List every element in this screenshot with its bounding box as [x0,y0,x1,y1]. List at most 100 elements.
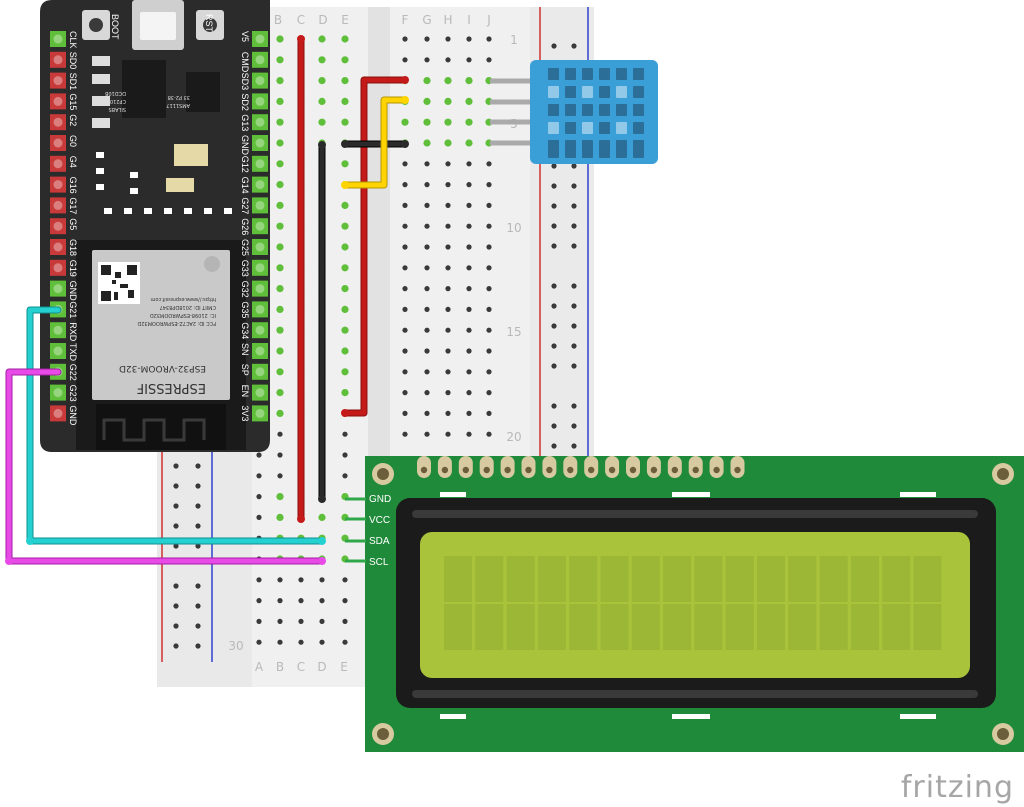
lcd-char-cell [444,556,472,602]
lcd-char-cell [537,556,566,602]
breadboard-hole [465,97,473,105]
esp32-right-pin [252,239,268,255]
esp32-right-pin-header: V5CMDSD3SD2G13GNDG12G14G27G26G25G33G32G3… [240,31,268,421]
sensor-vent [582,86,593,98]
lcd-display: GND VCC SDA SCL [365,456,1024,752]
esp32-right-pin [252,343,268,359]
breadboard-hole [445,161,451,167]
lcd-char-cell [757,556,785,602]
breadboard-hole [465,118,473,126]
esp32-left-pin [50,72,66,89]
breadboard-hole [341,35,349,43]
breadboard-hole [276,160,284,168]
breadboard-hole [276,264,284,272]
breadboard-hole [341,56,349,64]
breadboard-hole [401,118,409,126]
lcd-char-cell [569,556,598,602]
breadboard-hole [423,77,431,85]
esp32-left-pin-header: CLKSD0SD1G15G2G0G4G16G17G5G18G19GNDG21RX… [50,31,78,426]
sensor-vent [616,122,627,134]
breadboard-hole [402,348,408,354]
breadboard-hole [298,639,304,645]
breadboard-hole [318,35,326,43]
esp32-right-pin-label: G13 [240,114,250,131]
breadboard-hole [424,286,430,292]
fritzing-logo: fritzing [901,770,1014,805]
esp32-right-pin-label: SP [240,364,250,376]
esp32-left-pin [50,176,66,193]
sensor-vent [565,122,576,134]
breadboard-hole [342,639,348,645]
esp32-left-pin-label: G5 [68,218,78,230]
chip-text-3: DCD10B [104,90,126,96]
breadboard-hole [318,77,326,85]
breadboard-hole [466,265,472,271]
lcd-char-cell [663,556,692,602]
breadboard-hole [486,348,492,354]
rail-hole [571,323,577,329]
sensor-vent [616,140,627,158]
breadboard-hole [276,139,284,147]
sensor-vent [565,140,576,158]
row-number-20: 20 [506,430,521,444]
esp32-left-pin-label: SD1 [68,73,78,91]
lcd-char-cell [631,556,660,602]
rail-hole [571,363,577,369]
breadboard-hole [276,493,284,501]
breadboard-hole [423,139,431,147]
breadboard-hole [276,118,284,126]
esp32-right-pin [252,218,268,235]
esp32-right-pin-label: G33 [240,260,250,277]
breadboard-hole [466,306,472,312]
rail-hole [173,543,179,549]
esp32-right-pin-label: G25 [240,239,250,256]
col-label-d-top: D [318,13,327,27]
rail-hole [195,463,201,469]
breadboard-hole [342,452,348,458]
breadboard-hole [256,618,262,625]
sensor-vent [582,140,593,158]
breadboard-hole [276,409,284,417]
breadboard-hole [341,222,349,230]
rail-hole [571,183,577,189]
sensor-vent [582,122,593,134]
rail-hole [551,303,557,309]
rst-label: RST [204,14,214,33]
sensor-vent [599,68,610,80]
breadboard-hole [319,598,325,604]
regulator-text-2: 33 P2-38 [168,94,190,100]
lcd-char-cell [819,604,848,650]
esp32-right-pin [252,384,268,401]
module-ic: IC: 21098-ESPWROOM32D [150,312,216,318]
breadboard-hole [277,577,283,583]
breadboard-hole [486,327,492,333]
rail-hole [571,443,577,449]
breadboard-hole [276,35,284,43]
rail-hole [551,43,557,49]
breadboard-hole [342,577,348,583]
breadboard-hole [424,36,430,42]
breadboard-hole [402,369,408,375]
lcd-char-cell [506,556,535,602]
breadboard-hole [341,118,349,126]
breadboard-hole [466,244,472,250]
lcd-char-cell [537,604,566,650]
esp32-board: BOOT RST SILABS CP2102 DCD10B AMS1117 33… [40,0,270,452]
rail-hole [571,223,577,229]
lcd-char-cell [725,604,754,650]
rail-hole [195,523,201,529]
lcd-char-cell [663,604,692,650]
breadboard-hole [466,286,472,292]
rail-hole [551,223,557,229]
breadboard-hole [318,97,326,105]
col-label-d-bottom: D [317,660,326,674]
rail-hole [195,623,201,629]
breadboard-hole [486,286,492,292]
esp32-right-pin-label: G14 [240,177,250,194]
breadboard-hole [445,202,451,208]
breadboard-hole [465,77,473,85]
breadboard-hole [319,618,325,625]
rail-hole [195,483,201,489]
breadboard-hole [486,431,492,437]
